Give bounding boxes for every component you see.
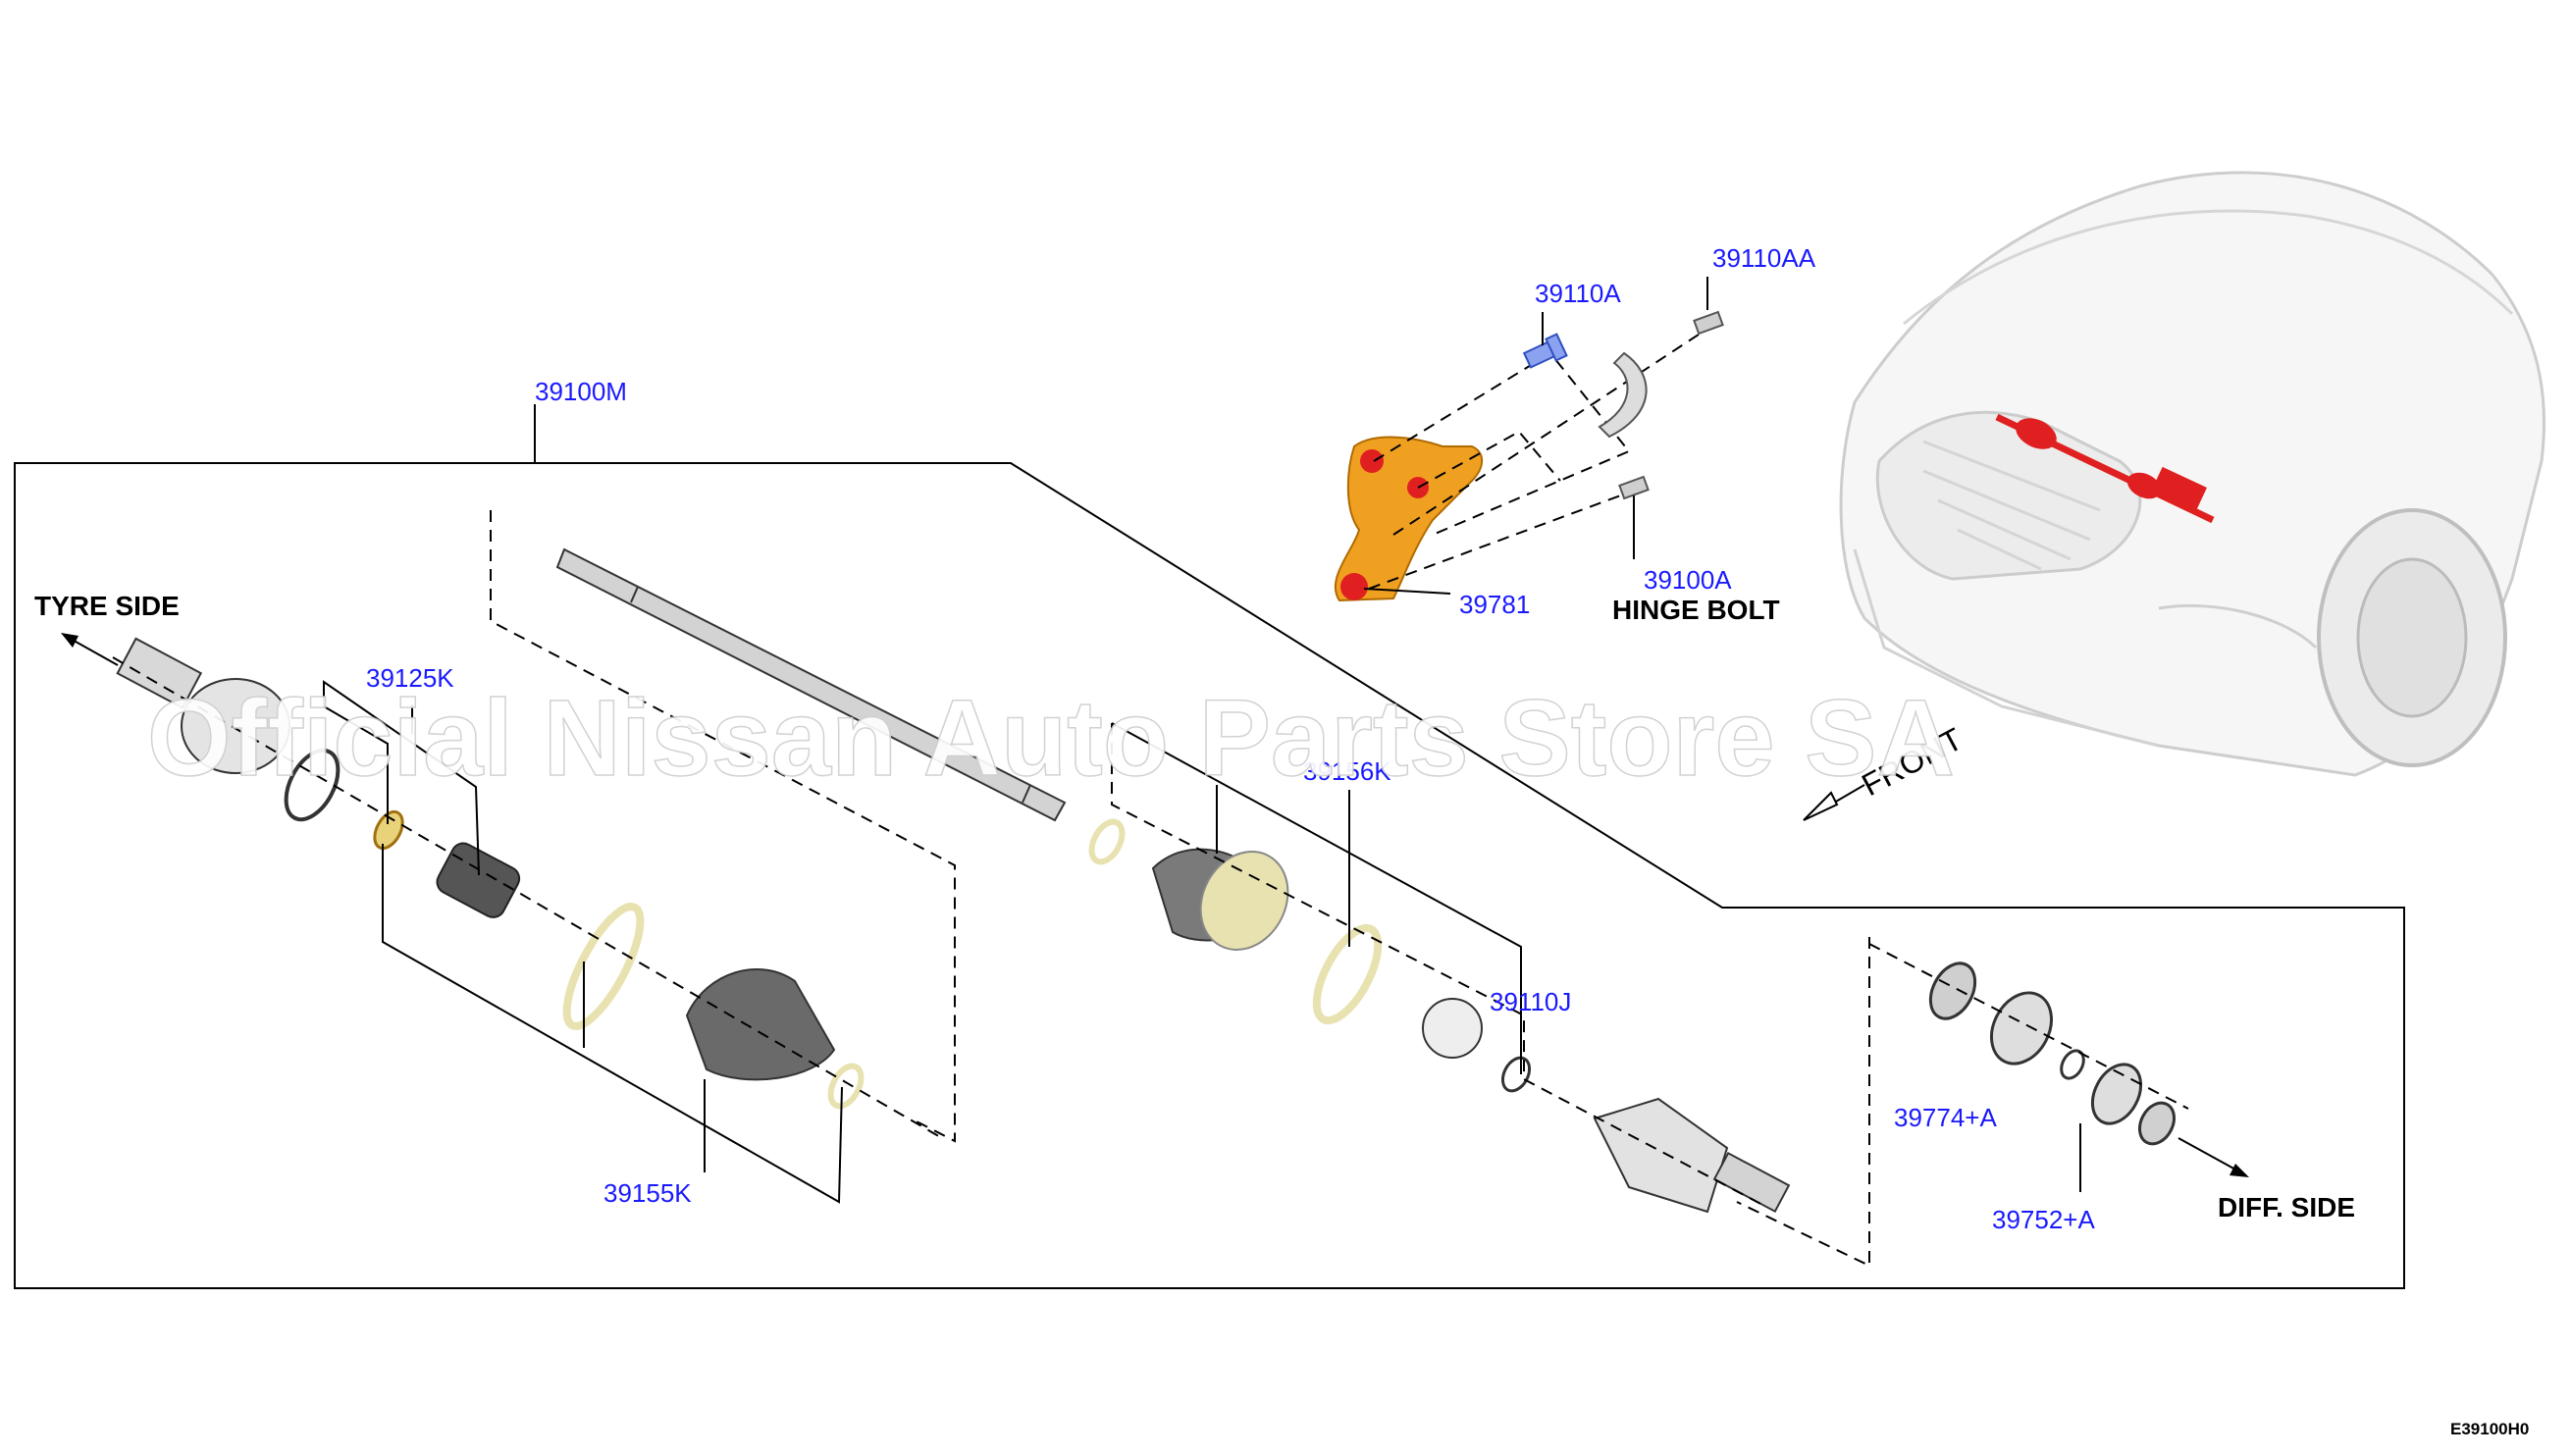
tyre-side-arrow <box>61 633 119 666</box>
diff-side-arrow <box>2177 1137 2249 1177</box>
boot-band-large-left <box>562 903 645 1030</box>
boot-39156K <box>1151 848 1289 951</box>
bearing-bracket-39781 <box>1334 436 1484 602</box>
boot-band-small-right <box>1088 818 1126 865</box>
boot-39155K <box>685 967 836 1081</box>
outer-joint <box>116 637 290 774</box>
label-39100A[interactable]: 39100A <box>1644 565 1732 595</box>
inner-housing <box>1593 1097 1791 1214</box>
hinge-bolt-39100A <box>1618 475 1650 500</box>
axis-dash-left <box>112 656 943 1139</box>
assembly-frame <box>14 462 2405 1289</box>
seal-39774 <box>1928 962 1977 1020</box>
seal-39752 <box>2137 1101 2177 1146</box>
leader-39156K <box>1111 722 1522 1074</box>
label-39125K[interactable]: 39125K <box>366 663 454 693</box>
label-39752A[interactable]: 39752+A <box>1992 1205 2095 1234</box>
caption-tyre-side: TYRE SIDE <box>34 591 180 621</box>
label-39155K[interactable]: 39155K <box>603 1178 692 1208</box>
watermark-text: Official Nissan Auto Parts Store SA <box>147 678 1955 799</box>
caption-hinge-bolt: HINGE BOLT <box>1612 595 1780 625</box>
drive-shaft-bar <box>555 547 1067 822</box>
snap-ring-39110J <box>1500 1056 1532 1093</box>
bearing-39774A <box>1990 991 2053 1066</box>
boot-band-large-right <box>1312 923 1383 1025</box>
snap-ring-39125K <box>284 748 341 822</box>
label-39781[interactable]: 39781 <box>1459 590 1530 619</box>
cv-cage <box>436 842 521 918</box>
leader-39125K <box>323 680 480 876</box>
label-39100M[interactable]: 39100M <box>535 377 627 406</box>
tripod-joint <box>1422 998 1483 1059</box>
boot-band-small-left <box>827 1063 865 1110</box>
right-dash-group <box>1736 937 2189 1268</box>
bracket-cap <box>1598 351 1648 439</box>
left-dash-group <box>490 510 956 1143</box>
label-39774A[interactable]: 39774+A <box>1894 1103 1997 1132</box>
label-39156K[interactable]: 39156K <box>1303 756 1391 786</box>
bolt-39110AA <box>1693 310 1724 336</box>
leader-39155K <box>382 844 843 1204</box>
diagram-code: E39100H0 <box>2450 1420 2529 1438</box>
label-39110A[interactable]: 39110A <box>1535 279 1621 308</box>
small-ring <box>373 809 404 851</box>
highlighted-driveshaft-location <box>1995 413 2215 524</box>
label-39110J[interactable]: 39110J <box>1490 987 1571 1016</box>
bearing-39752A <box>2090 1063 2143 1125</box>
label-39110AA[interactable]: 39110AA <box>1712 243 1816 273</box>
small-snap-ring-right <box>2060 1049 2085 1080</box>
leader-39781 <box>1363 588 1451 595</box>
caption-diff-side: DIFF. SIDE <box>2218 1192 2355 1222</box>
bolt-39110A <box>1522 333 1568 369</box>
